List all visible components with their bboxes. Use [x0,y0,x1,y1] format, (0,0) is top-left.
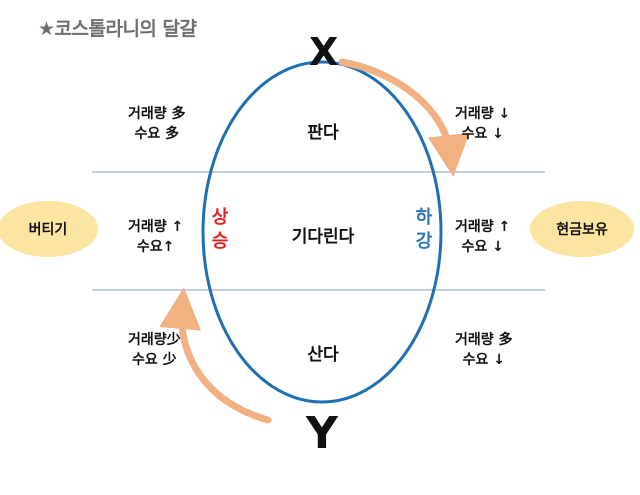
condition-line: 수요 ↓ [462,352,505,368]
fall-char-1: 하 [415,207,433,228]
cash-pill: 현금보유 [530,201,634,257]
x-point-label: X [309,30,339,74]
condition-line: 거래량 多 [455,332,513,348]
fall-char-2: 강 [415,231,433,252]
condition-line: 수요 ↓ [461,239,504,255]
middle-right-conditions: 거래량 ↑ 수요 ↓ [455,217,510,257]
condition-line: 거래량 ↑ [455,219,511,235]
page-title: ★코스톨라니의 달걀 [38,18,197,40]
condition-line: 거래량少 [128,332,181,348]
top-right-conditions: 거래량 ↓ 수요 ↓ [455,104,510,144]
condition-line: 수요↑ [136,239,175,255]
condition-line: 수요 少 [132,352,177,368]
middle-left-conditions: 거래량 ↑ 수요↑ [128,217,183,257]
condition-line: 거래량 ↑ [128,219,184,235]
condition-line: 수요 ↓ [461,126,504,142]
rise-char-2: 승 [211,231,229,252]
wait-label: 기다린다 [291,227,355,247]
rise-label: 상 승 [208,206,232,254]
y-point-label: Y [306,408,338,459]
condition-line: 수요 多 [134,126,180,142]
rise-char-1: 상 [211,207,229,228]
top-left-conditions: 거래량 多 수요 多 [128,104,186,144]
hold-pill: 버티기 [0,201,98,257]
condition-line: 거래량 多 [128,106,186,122]
bottom-left-conditions: 거래량少 수요 少 [128,330,181,370]
falling-arrow [338,58,470,177]
buy-label: 산다 [307,345,339,365]
fall-label: 하 강 [412,206,436,254]
sell-label: 판다 [307,123,339,143]
rising-arrow [159,287,272,424]
bottom-right-conditions: 거래량 多 수요 ↓ [455,330,513,370]
egg-ellipse [201,60,443,404]
condition-line: 거래량 ↓ [455,106,511,122]
